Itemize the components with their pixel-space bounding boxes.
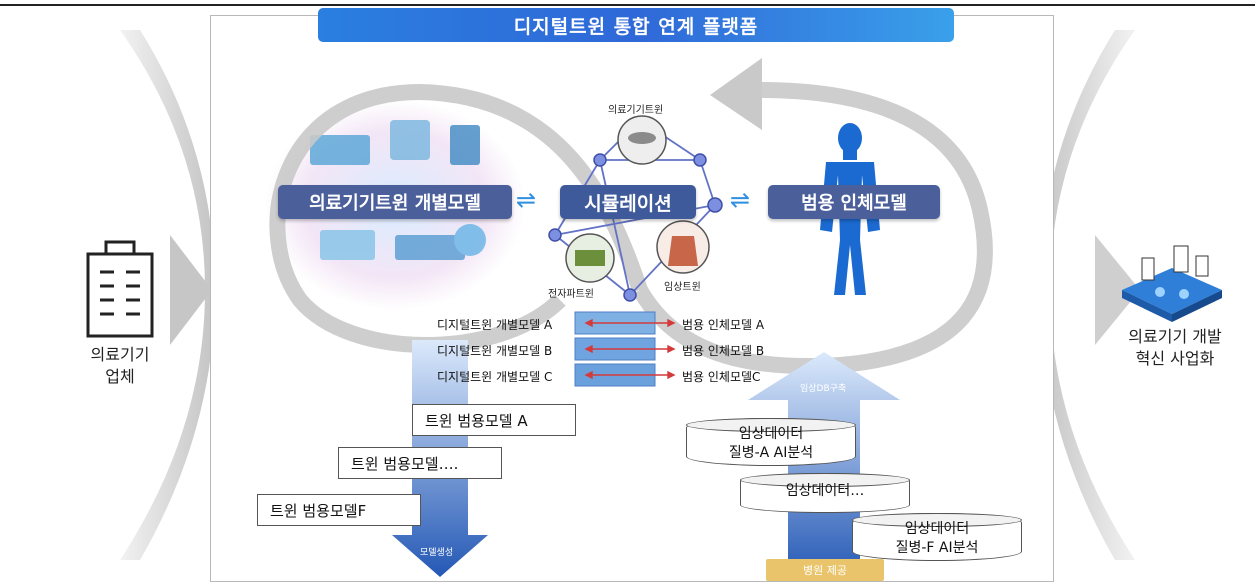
clinical-db-arrow	[748, 352, 900, 580]
right-label-line2: 혁신 사업화	[1135, 349, 1215, 368]
right-label: 의료기기 개발 혁신 사업화	[1105, 326, 1245, 370]
exchange-arrow-right: ⇌	[730, 186, 751, 214]
network-nodes	[548, 153, 723, 302]
model-generation-tag: 모델생성	[420, 548, 454, 558]
row-a-left: 디지털트윈 개별모델 A	[437, 318, 553, 332]
left-label: 의료기기 업체	[70, 344, 170, 388]
simulation-pill: 시뮬레이션	[560, 185, 696, 219]
row-b-right: 범용 인체모델 B	[682, 344, 765, 358]
left-arrowhead	[170, 235, 212, 345]
node-device-label: 의료기기트윈	[608, 105, 664, 116]
page-title: 디지털트윈 통합 연계 플랫폼	[318, 8, 954, 42]
clinical-a-line1: 임상데이터	[738, 426, 804, 442]
row-b-left: 디지털트윈 개별모델 B	[437, 344, 553, 358]
left-sweep	[120, 30, 215, 560]
device-model-pill: 의료기기트윈 개별모델	[278, 185, 512, 219]
clinical-data-a: 임상데이터 질병-A AI분석	[686, 418, 856, 466]
body-model-pill: 범용 인체모델	[768, 185, 940, 219]
exchange-arrow-left: ⇌	[516, 186, 537, 214]
clinical-a-line2: 질병-A AI분석	[728, 445, 814, 461]
clinical-etc-line1: 임상데이터…	[785, 483, 865, 499]
hospital-provision-badge: 병원 제공	[766, 559, 884, 581]
right-arrowhead	[1095, 235, 1140, 345]
clinical-f-line2: 질병-F AI분석	[895, 540, 979, 556]
node-clinical-label: 임상트윈	[664, 282, 701, 293]
clinical-db-tag: 임상DB구축	[800, 384, 847, 394]
building-icon	[86, 240, 154, 338]
row-a-right: 범용 인체모델 A	[682, 318, 765, 332]
twin-model-etc: 트윈 범용모델….	[338, 447, 502, 479]
loop-arrowhead	[710, 58, 762, 130]
right-label-line1: 의료기기 개발	[1128, 327, 1222, 346]
node-parts-label: 전자파트윈	[548, 289, 594, 300]
left-label-line2: 업체	[105, 367, 135, 386]
row-c-right: 범용 인체모델C	[682, 370, 761, 384]
twin-model-f: 트윈 범용모델F	[257, 494, 421, 526]
right-sweep	[1040, 30, 1135, 560]
clinical-data-f: 임상데이터 질병-F AI분석	[852, 513, 1022, 561]
innovation-icon	[1122, 245, 1222, 322]
twin-model-a: 트윈 범용모델 A	[412, 404, 576, 436]
clinical-data-etc: 임상데이터…	[740, 473, 910, 513]
row-c-left: 디지털트윈 개별모델 C	[437, 370, 553, 384]
top-rule	[0, 4, 1255, 6]
left-label-line1: 의료기기	[90, 345, 150, 364]
clinical-f-line1: 임상데이터	[904, 521, 970, 537]
